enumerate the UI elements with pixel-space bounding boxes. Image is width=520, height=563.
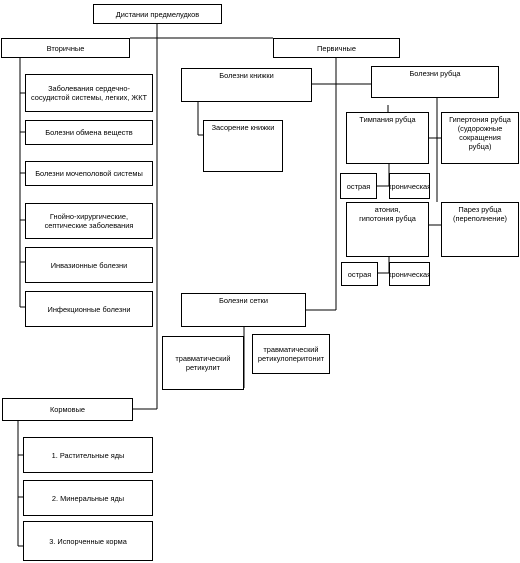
- feed-item: 1. Растительные яды: [23, 437, 153, 473]
- secondary-item: Заболевания сердечно-сосудистой системы,…: [25, 74, 153, 112]
- rumen-box: Болезни рубца: [371, 66, 499, 98]
- paresis-box: Парез рубца (переполнение): [441, 202, 519, 257]
- tympania-box: Тимпания рубца: [346, 112, 429, 164]
- feed-box: Кормовые: [2, 398, 133, 421]
- atonia-box: атония, гипотония рубца: [346, 202, 429, 257]
- book-item: Засорение книжки: [203, 120, 283, 172]
- tympania-chronic: хроническая: [389, 173, 430, 199]
- secondary-item: Болезни мочеполовой системы: [25, 161, 153, 186]
- secondary-item: Гнойно-хирургические, септические заболе…: [25, 203, 153, 239]
- reticulum-box: Болезни сетки: [181, 293, 306, 327]
- secondary-box: Вторичные: [1, 38, 130, 58]
- atonia-acute: острая: [341, 262, 378, 286]
- tympania-acute: острая: [340, 173, 377, 199]
- reticulum-item: травматический ретикулоперитонит: [252, 334, 330, 374]
- secondary-item: Инвазионные болезни: [25, 247, 153, 283]
- hypertonia-box: Гипертония рубца (судорожные сокращения …: [441, 112, 519, 164]
- reticulum-item: травматический ретикулит: [162, 336, 244, 390]
- feed-item: 2. Минеральные яды: [23, 480, 153, 516]
- secondary-item: Инфекционные болезни: [25, 291, 153, 327]
- atonia-chronic: хроническая: [389, 262, 430, 286]
- book-box: Болезни книжки: [181, 68, 312, 102]
- root-box: Дистании предмелудков: [93, 4, 222, 24]
- feed-item: 3. Испорченные корма: [23, 521, 153, 561]
- primary-box: Первичные: [273, 38, 400, 58]
- secondary-item: Болезни обмена веществ: [25, 120, 153, 145]
